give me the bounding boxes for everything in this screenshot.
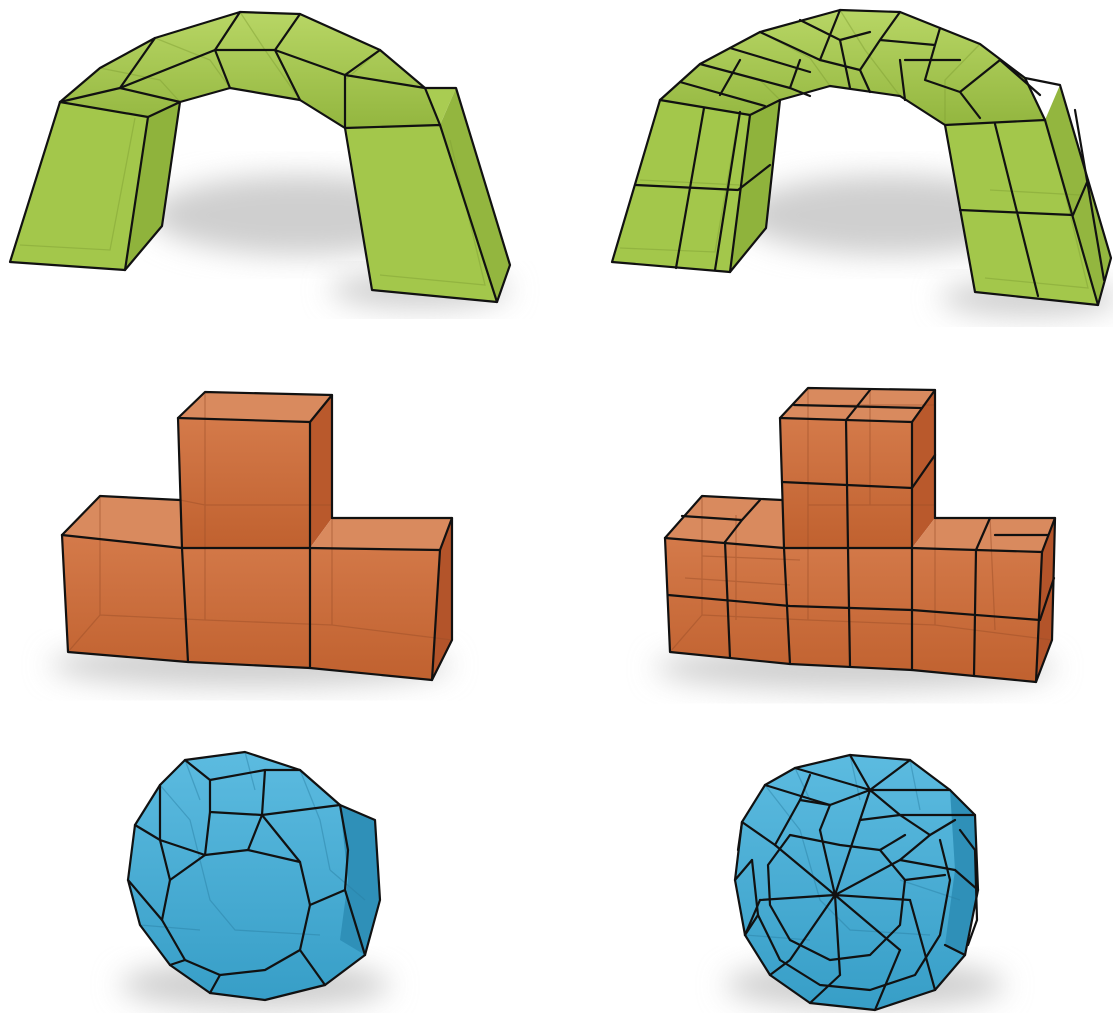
t-block-refined-mesh xyxy=(655,388,1055,690)
t-block-coarse-mesh xyxy=(50,392,452,687)
arch-refined-mesh xyxy=(612,10,1113,316)
sphere-coarse-mesh xyxy=(120,752,390,1009)
arch-coarse-mesh xyxy=(10,12,510,308)
sphere-refined-mesh xyxy=(725,755,1005,1010)
